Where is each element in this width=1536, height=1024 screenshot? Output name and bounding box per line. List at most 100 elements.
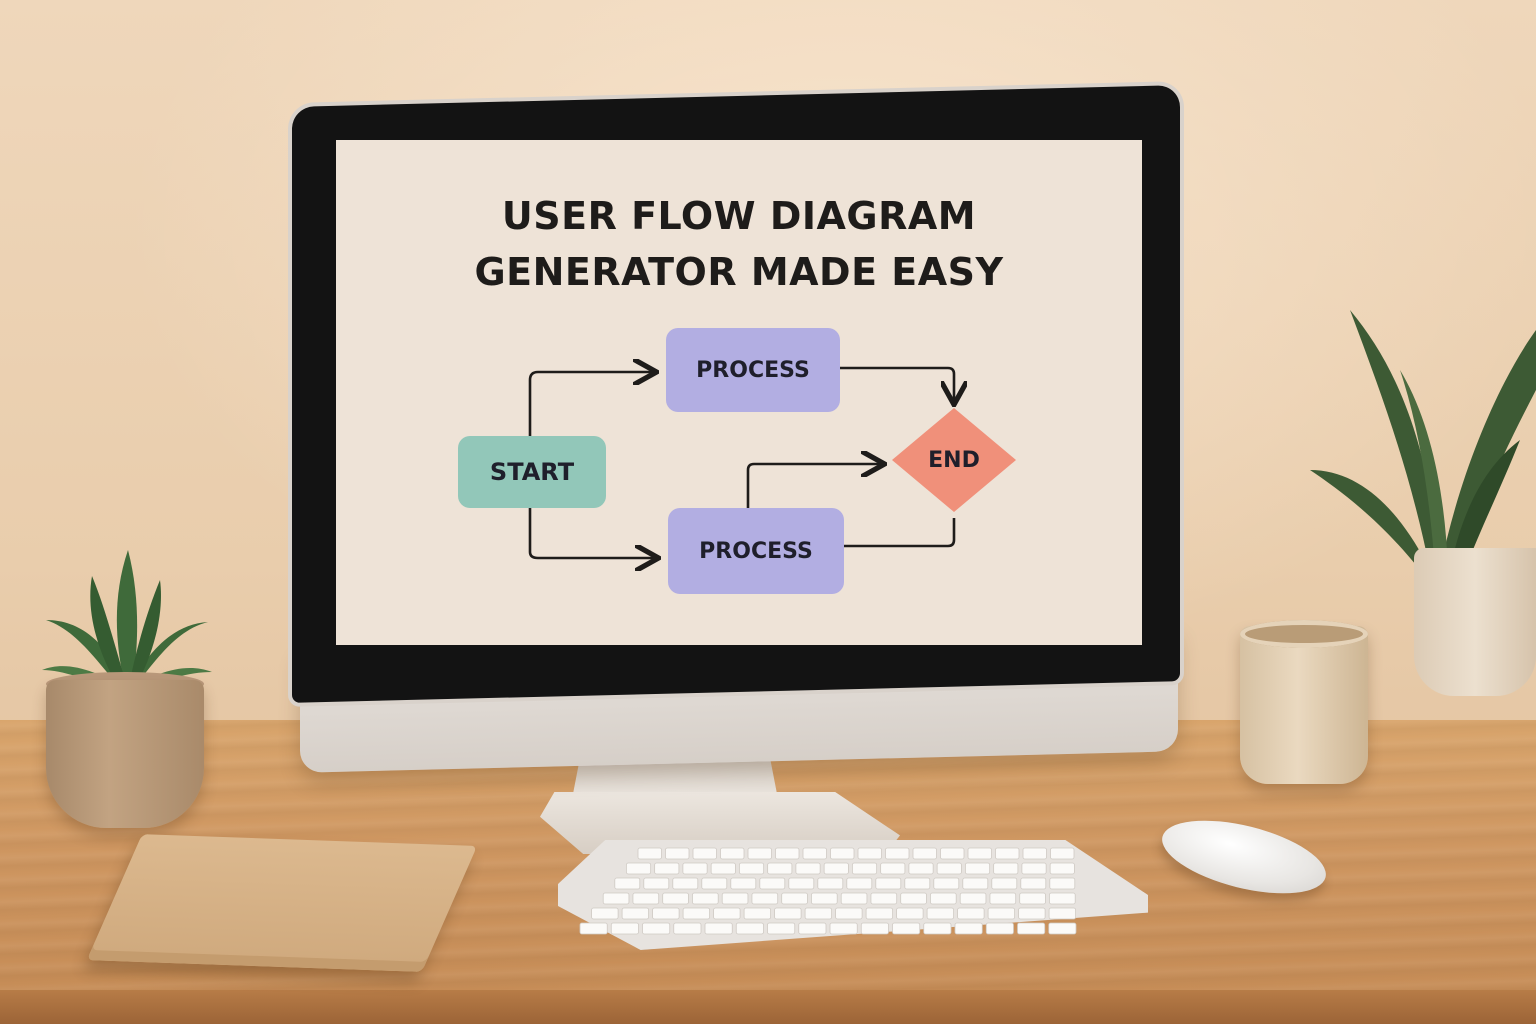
keyboard-key	[710, 862, 736, 875]
keyboard-key	[930, 892, 957, 905]
keyboard-key	[1021, 862, 1047, 875]
keyboard-key	[804, 907, 833, 920]
keyboard-key	[610, 922, 639, 935]
keyboard-key	[602, 892, 630, 905]
node-start[interactable]: START	[458, 436, 606, 508]
keyboard-key	[1018, 907, 1046, 920]
edge-start-to-process-top	[528, 372, 654, 436]
keyboard-keys	[579, 847, 1077, 935]
keyboard-key	[682, 862, 708, 875]
keyboard-key	[912, 847, 937, 860]
keyboard-key	[985, 922, 1014, 935]
keyboard-key	[962, 877, 989, 890]
title-line-1: USER FLOW DIAGRAM	[501, 194, 977, 238]
left-plant-pot	[46, 680, 204, 828]
keyboard-key	[1019, 892, 1046, 905]
keyboard-key	[751, 892, 779, 905]
keyboard-key	[885, 847, 910, 860]
mug-rim	[1240, 620, 1368, 648]
keyboard-key	[908, 862, 934, 875]
keyboard-key	[954, 922, 983, 935]
keyboard-key	[642, 922, 671, 935]
keyboard-key	[1048, 922, 1077, 935]
keyboard-key	[759, 877, 786, 890]
keyboard-key	[823, 862, 849, 875]
keyboard-key	[904, 877, 931, 890]
edge-process-top-to-end	[840, 366, 954, 402]
keyboard-key	[1022, 847, 1047, 860]
keyboard-key	[1049, 892, 1076, 905]
keyboard-key	[579, 922, 608, 935]
keyboard-key	[682, 907, 710, 920]
keyboard-key	[1017, 922, 1046, 935]
keyboard-key	[995, 847, 1020, 860]
keyboard-key	[870, 892, 898, 905]
keyboard-key	[621, 907, 649, 920]
keyboard-key	[959, 892, 987, 905]
keyboard-key	[896, 907, 924, 920]
keyboard-key	[933, 877, 960, 890]
keyboard-key	[926, 907, 955, 920]
keyboard-key	[735, 922, 764, 935]
keyboard-key	[730, 877, 757, 890]
keyboard-key	[662, 892, 689, 905]
keyboard-key	[774, 907, 802, 920]
keyboard-key	[875, 877, 902, 890]
keyboard-key	[851, 862, 878, 875]
keyboard-key	[673, 922, 702, 935]
notebook	[86, 834, 478, 972]
keyboard-key	[993, 862, 1019, 875]
keyboard-key	[940, 847, 965, 860]
node-process-bottom[interactable]: PROCESS	[668, 508, 844, 594]
edge-process-bottom-up-to-end	[746, 464, 882, 508]
keyboard-key	[743, 907, 772, 920]
keyboard-key	[811, 892, 838, 905]
keyboard-key	[665, 847, 690, 860]
keyboard-key	[747, 847, 772, 860]
desk-edge	[0, 990, 1536, 1024]
keyboard-key	[798, 922, 827, 935]
keyboard-key	[591, 907, 619, 920]
keyboard-key	[1050, 847, 1075, 860]
keyboard-key	[817, 877, 844, 890]
mug-icon	[1240, 626, 1368, 784]
keyboard-key	[840, 892, 868, 905]
monitor-screen: USER FLOW DIAGRAM GENERATOR MADE EASY ST…	[336, 140, 1142, 645]
keyboard-key	[692, 847, 717, 860]
keyboard-key	[721, 892, 749, 905]
keyboard-key	[672, 877, 699, 890]
keyboard-key	[989, 892, 1017, 905]
keyboard-key	[967, 847, 992, 860]
keyboard-key	[830, 847, 855, 860]
keyboard-key	[900, 892, 927, 905]
keyboard-key	[857, 847, 882, 860]
keyboard-key	[775, 847, 800, 860]
keyboard-key	[846, 877, 873, 890]
page-title: USER FLOW DIAGRAM GENERATOR MADE EASY	[336, 188, 1142, 300]
keyboard-key	[704, 922, 733, 935]
right-plant-pot	[1414, 548, 1536, 696]
keyboard-key	[637, 847, 662, 860]
keyboard-key	[865, 907, 894, 920]
flow-connectors	[528, 140, 1142, 645]
keyboard-key	[720, 847, 745, 860]
keyboard-key	[692, 892, 719, 905]
keyboard-key	[652, 907, 680, 920]
keyboard-key	[767, 922, 796, 935]
keyboard-key	[701, 877, 728, 890]
keyboard-key	[643, 877, 670, 890]
keyboard-key	[829, 922, 858, 935]
keyboard-key	[1049, 877, 1076, 890]
keyboard-key	[738, 862, 765, 875]
keyboard-key	[880, 862, 906, 875]
edge-process-bottom-to-end	[844, 518, 956, 548]
node-end[interactable]: END	[892, 408, 1016, 512]
keyboard-key	[991, 877, 1018, 890]
node-end-label: END	[928, 447, 980, 473]
keyboard-key	[802, 847, 827, 860]
keyboard-key	[892, 922, 921, 935]
keyboard-key	[835, 907, 863, 920]
keyboard-key	[626, 862, 652, 875]
keyboard-key	[632, 892, 660, 905]
node-process-top[interactable]: PROCESS	[666, 328, 840, 412]
